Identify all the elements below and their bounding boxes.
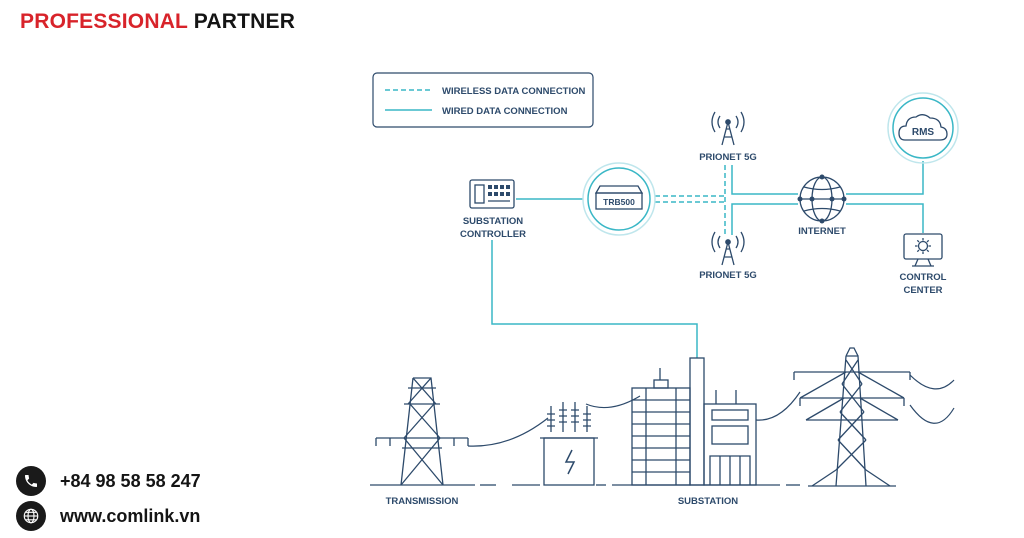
brand-part-2: PARTNER bbox=[193, 10, 296, 33]
router-label: TRB500 bbox=[603, 197, 635, 207]
legend: WIRELESS DATA CONNECTION WIRED DATA CONN… bbox=[372, 72, 594, 128]
brand-title: PROFESSIONAL PARTNER bbox=[20, 10, 295, 34]
prionet-bottom-label: PRIONET 5G bbox=[699, 270, 757, 281]
wire-prionet-top-internet bbox=[731, 165, 798, 195]
brand-part-1: PROFESSIONAL bbox=[20, 10, 188, 33]
controller-label-2: CONTROLLER bbox=[460, 229, 526, 240]
antenna-icon bbox=[711, 111, 745, 146]
antenna-icon bbox=[711, 231, 745, 266]
router-icon bbox=[582, 162, 656, 236]
controller-label-1: SUBSTATION bbox=[463, 216, 523, 227]
prionet-top-label: PRIONET 5G bbox=[699, 152, 757, 163]
control-label-2: CENTER bbox=[903, 285, 942, 296]
wire-controller-substation bbox=[491, 240, 698, 358]
tower-icon bbox=[793, 347, 911, 487]
control-label-1: CONTROL bbox=[900, 272, 947, 283]
wireless-links bbox=[655, 165, 726, 235]
phone-contact[interactable]: +84 98 58 58 247 bbox=[16, 466, 201, 496]
wire-internet-rms bbox=[846, 161, 924, 195]
cloud-icon bbox=[887, 92, 959, 164]
legend-wired: WIRED DATA CONNECTION bbox=[442, 106, 568, 117]
website-contact[interactable]: www.comlink.vn bbox=[16, 501, 200, 531]
substation-building bbox=[612, 357, 780, 486]
rms-label: RMS bbox=[912, 127, 935, 138]
transmission-label: TRANSMISSION bbox=[386, 496, 459, 507]
tower-icon bbox=[370, 377, 475, 486]
wire-internet-control bbox=[846, 203, 924, 233]
website-url: www.comlink.vn bbox=[60, 505, 201, 526]
wire-prionet-bottom-internet bbox=[731, 203, 798, 235]
globe-icon bbox=[16, 501, 46, 531]
phone-number: +84 98 58 58 247 bbox=[60, 470, 201, 491]
internet-label: INTERNET bbox=[798, 226, 846, 237]
substation-label: SUBSTATION bbox=[678, 496, 738, 507]
legend-wireless: WIRELESS DATA CONNECTION bbox=[442, 86, 586, 97]
monitor-gear-icon bbox=[903, 233, 943, 267]
globe-network-icon bbox=[797, 174, 847, 224]
phone-icon bbox=[16, 466, 46, 496]
controller-icon bbox=[469, 179, 515, 209]
transformer bbox=[540, 402, 598, 486]
